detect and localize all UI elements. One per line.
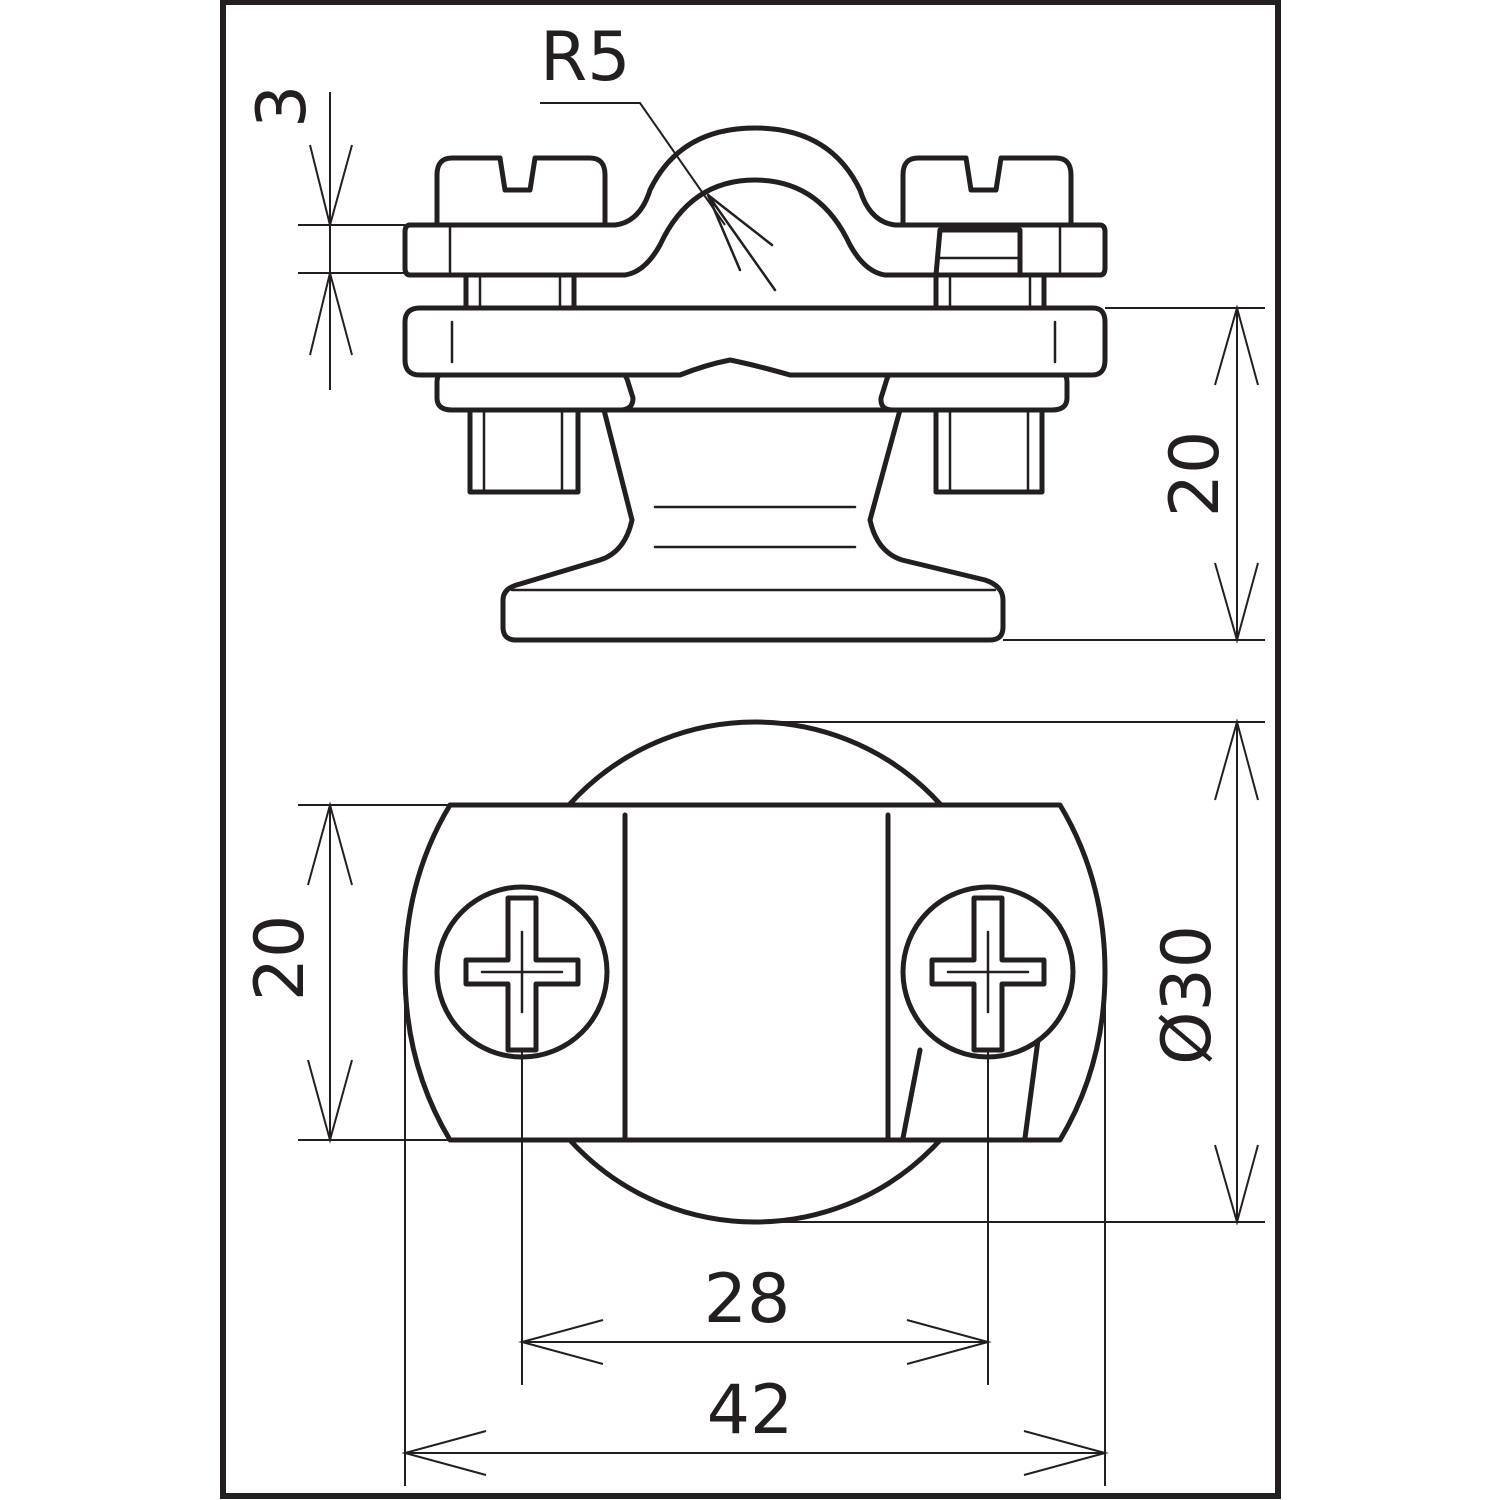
overall-length-dimension: 42: [401, 972, 1109, 1486]
bolt-upper-right-threads: [948, 276, 1032, 307]
height-label: 20: [1156, 431, 1235, 518]
radius-callout: R5: [540, 18, 777, 292]
diameter-label: Ø30: [1148, 925, 1227, 1065]
hole-spacing-dimension: 28: [518, 1050, 992, 1385]
bolt-upper-left: [463, 272, 577, 311]
width-label: 20: [241, 915, 320, 1002]
jaw-block-right: [933, 227, 1023, 278]
strap-plate: [402, 802, 1108, 1143]
side-view: [402, 125, 1108, 643]
height-dimension: 20: [1003, 304, 1265, 644]
bolt-thread-left: [482, 410, 564, 492]
bolt-shank-right: [933, 407, 1045, 495]
screw-left: [434, 884, 610, 1060]
thickness-label: 3: [243, 85, 322, 128]
screw-right: [900, 884, 1076, 1060]
bolt-upper-left-threads: [478, 276, 562, 307]
drawing-frame: [220, 0, 1281, 1499]
bolt-thread-right: [948, 410, 1030, 492]
hole-spacing-label: 28: [704, 1260, 791, 1339]
top-view: [402, 719, 1108, 1225]
clamp-strap: [402, 125, 1108, 278]
radius-label: R5: [540, 18, 631, 97]
width-dimension: 20: [241, 801, 450, 1144]
screw-head-left: [434, 155, 608, 228]
thickness-dimension: 3: [243, 85, 405, 390]
jaw-slant-right: [900, 1037, 1041, 1141]
bolt-shank-left: [467, 407, 581, 495]
bolt-upper-right: [933, 272, 1047, 311]
saddle-plate: [402, 305, 1108, 378]
screw-head-right: [900, 155, 1074, 228]
diameter-dimension: Ø30: [755, 718, 1265, 1226]
overall-length-label: 42: [707, 1371, 794, 1450]
